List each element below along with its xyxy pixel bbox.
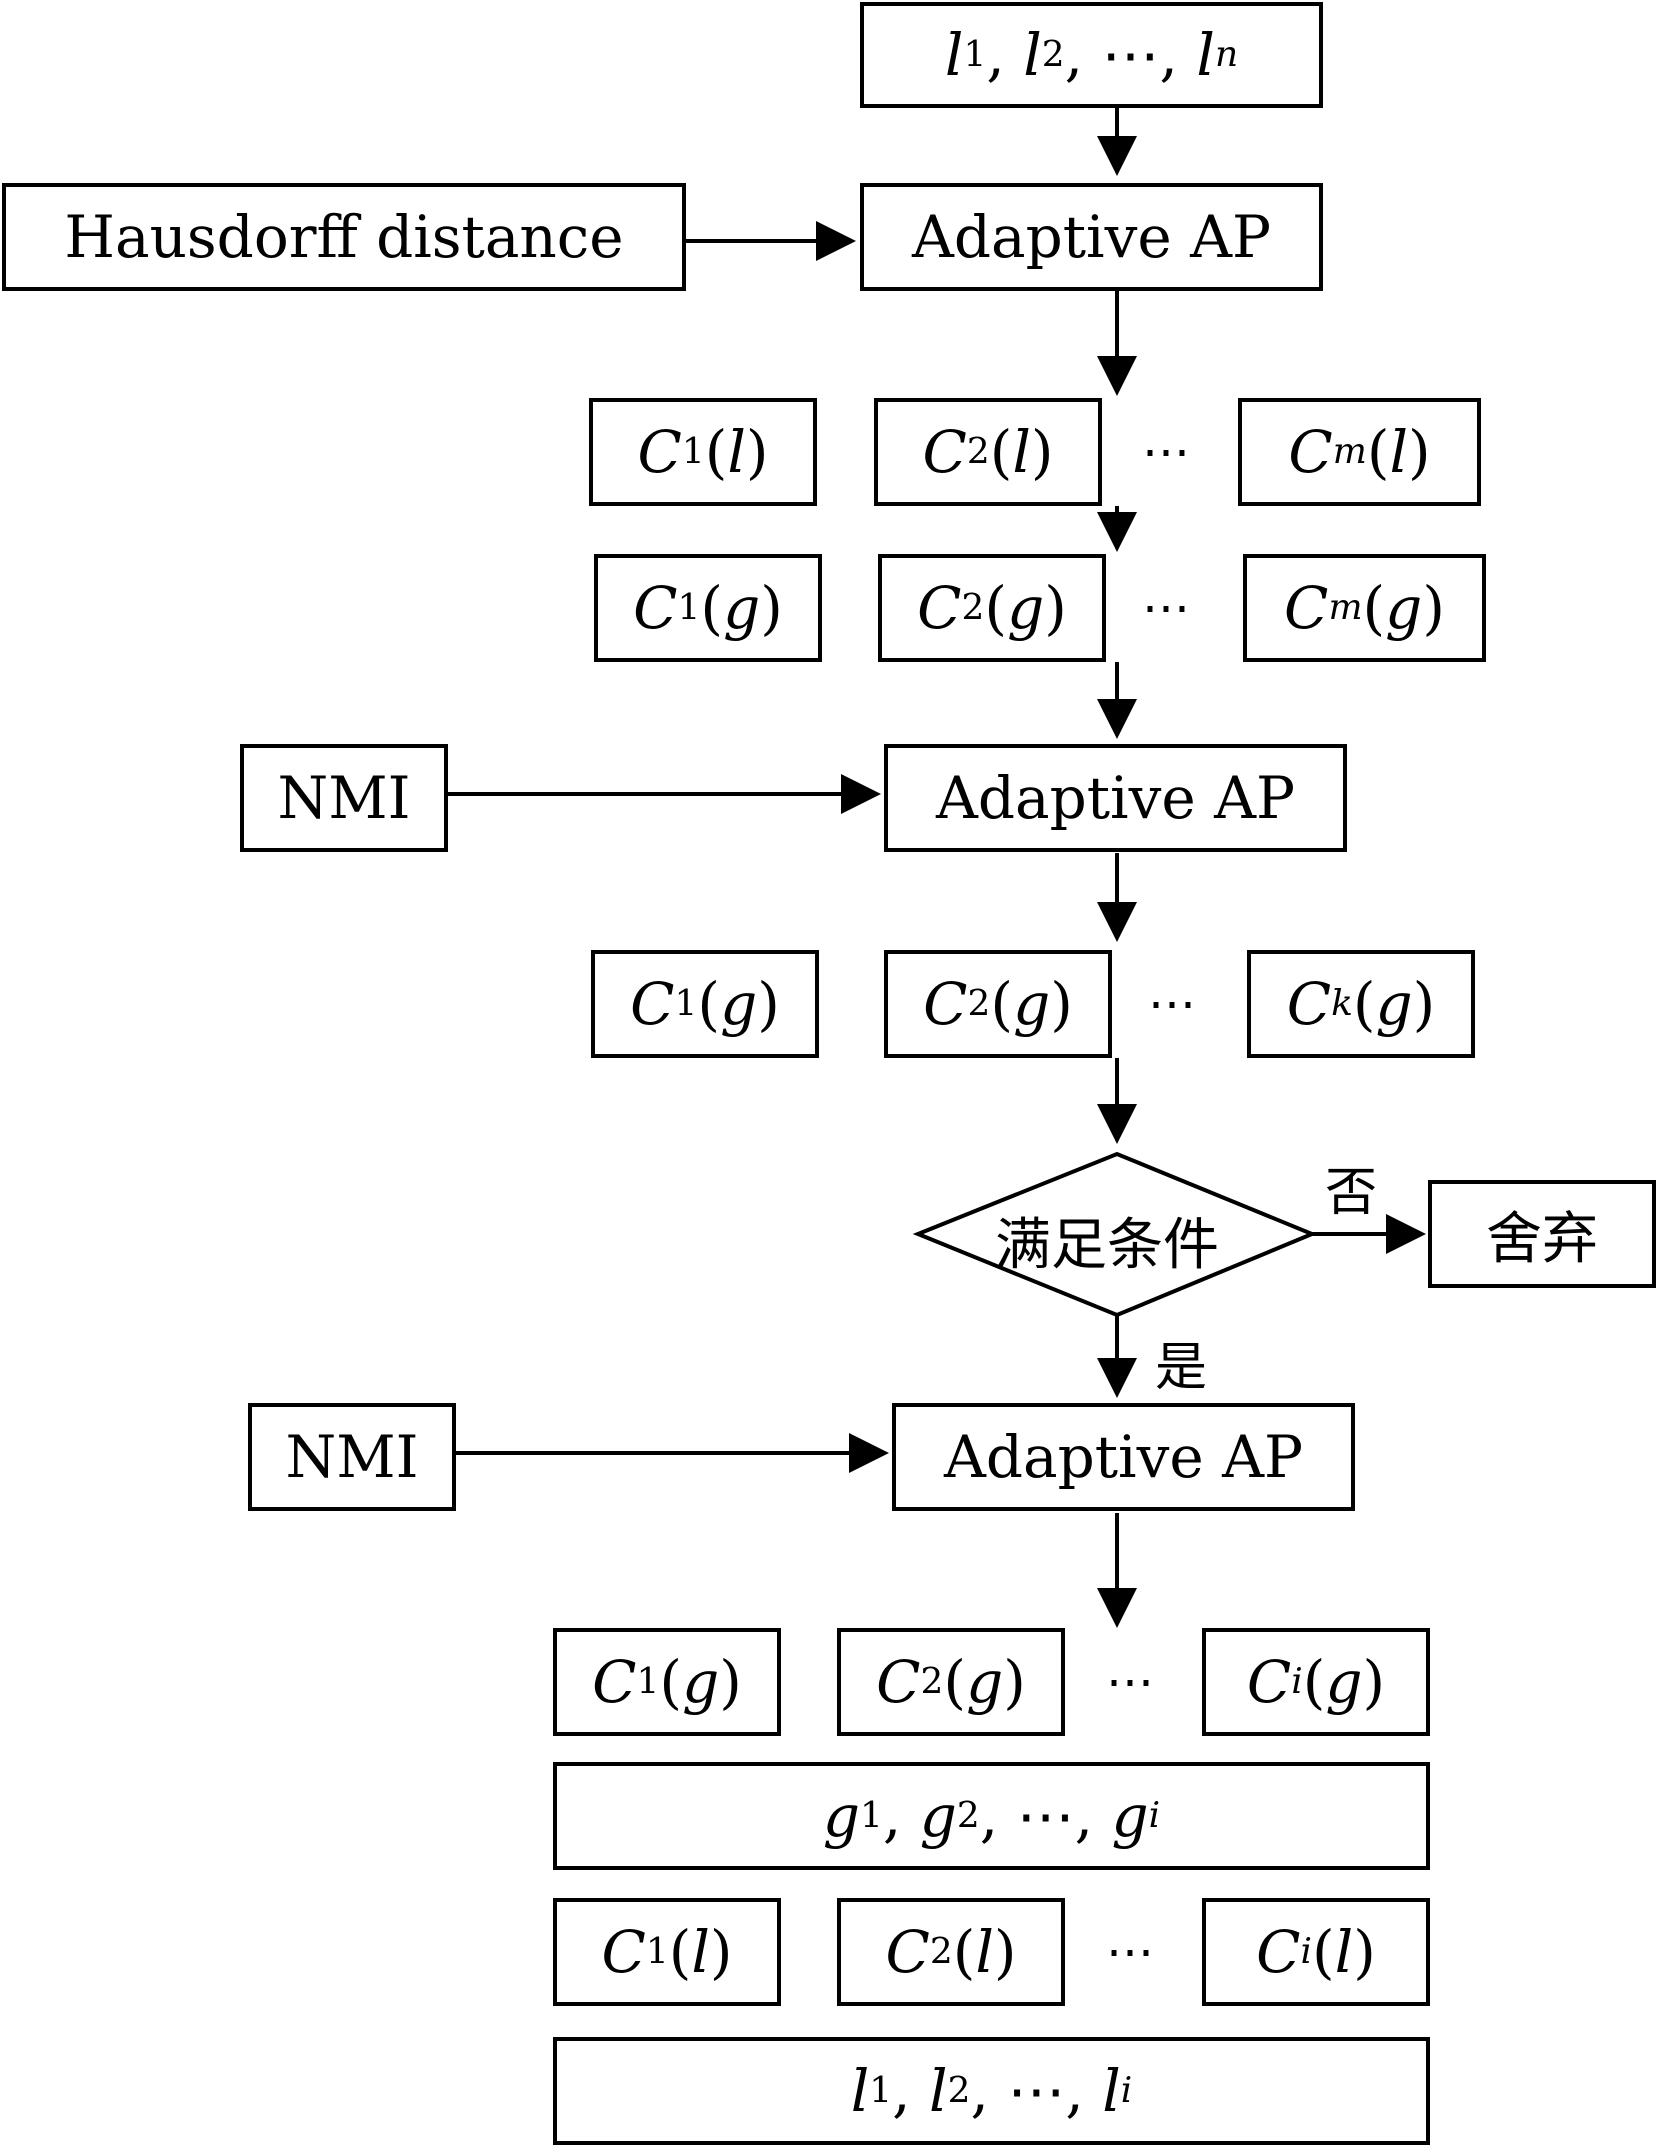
adaptive-ap-box-2: Adaptive AP: [884, 744, 1347, 852]
no-label: 否: [1325, 1163, 1378, 1223]
hausdorff-distance-box: Hausdorff distance: [2, 183, 686, 291]
ellipsis-row4: ⋯: [1106, 1654, 1156, 1710]
ellipsis-row3: ⋯: [1148, 976, 1198, 1032]
yes-label: 是: [1155, 1338, 1208, 1398]
adaptive-ap-box-1: Adaptive AP: [860, 183, 1323, 291]
decision-diamond: [912, 1151, 1318, 1318]
ellipsis-row2: ⋯: [1142, 580, 1192, 636]
nmi-box-1: NMI: [240, 744, 448, 852]
discard-box: 舍弃: [1428, 1180, 1656, 1288]
ellipsis-row5: ⋯: [1106, 1924, 1156, 1980]
nmi-box-2: NMI: [248, 1403, 456, 1511]
decision-label: 满足条件: [995, 1213, 1219, 1278]
adaptive-ap-box-3: Adaptive AP: [892, 1403, 1355, 1511]
ellipsis-row1: ⋯: [1142, 424, 1192, 480]
